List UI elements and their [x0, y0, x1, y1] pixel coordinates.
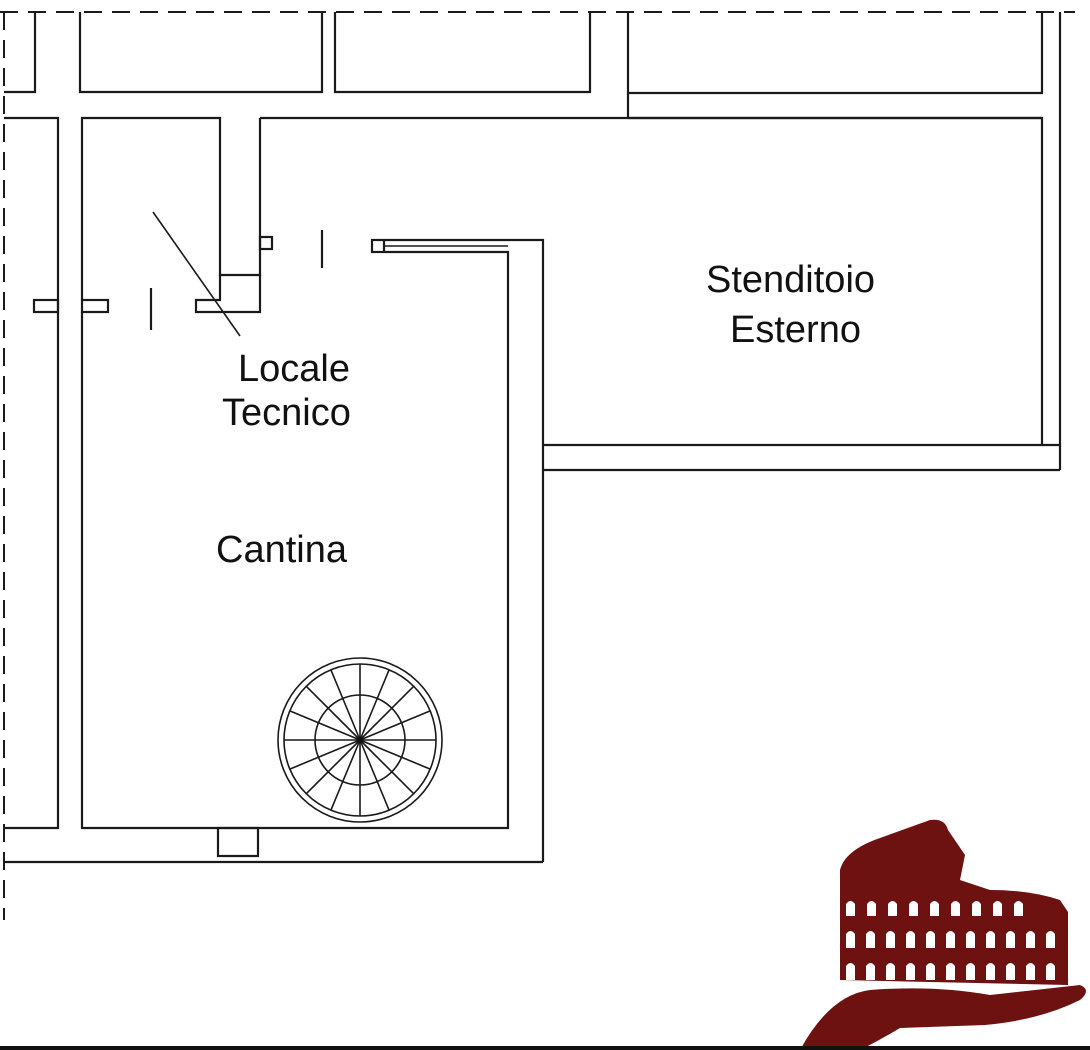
wall-top-room-2 [333, 12, 592, 94]
wall-top-room-1 [78, 12, 324, 94]
stair-tread [359, 685, 415, 741]
wall-top-left-room [4, 12, 37, 94]
logo-arch [906, 963, 915, 980]
label-cantina: Cantina [216, 529, 348, 571]
stair-tread [330, 669, 361, 741]
logo-arch [846, 963, 855, 980]
logo-arch [1026, 963, 1035, 980]
leader-line [152, 211, 241, 337]
wall-corridor [260, 116, 1044, 445]
logo-arch [986, 931, 995, 948]
stair-tread [289, 710, 361, 741]
logo-arch [867, 901, 876, 916]
stair-tread [289, 739, 361, 770]
wall-locale-tecnico [194, 275, 262, 314]
stair-tread [359, 669, 390, 741]
wall-cantina-main [80, 250, 510, 830]
logo-arch [909, 901, 918, 916]
stair-tread [305, 739, 361, 795]
logo-arch [926, 931, 935, 948]
logo-arch [846, 901, 855, 916]
logo-arch [966, 931, 975, 948]
logo-arch [866, 931, 875, 948]
logo-arch [986, 963, 995, 980]
logo-arch [888, 901, 897, 916]
logo-arch [1014, 901, 1023, 916]
stair-tread [305, 685, 361, 741]
label-stenditoio-1: Stenditoio [706, 259, 875, 301]
logo-arch [966, 963, 975, 980]
logo-arch [972, 901, 981, 916]
logo-arch [926, 963, 935, 980]
wall-top-right-corridor [628, 12, 1044, 95]
wall-bottom-box [216, 826, 260, 858]
logo-arch [886, 963, 895, 980]
logo-arch [866, 963, 875, 980]
wall-cantina-jamb [370, 238, 386, 254]
stair-tread [330, 739, 361, 811]
wall-door-jamb-left-b [80, 298, 110, 314]
stair-tread [359, 710, 431, 741]
logo-arch [1006, 931, 1015, 948]
logo-arch [1026, 931, 1035, 948]
colosseum-hand-logo [800, 819, 1086, 1050]
wall-left-room [4, 116, 60, 830]
logo-arch [951, 901, 960, 916]
wall-cantina [80, 116, 262, 300]
logo-arch [906, 931, 915, 948]
logo-arch [1006, 963, 1015, 980]
wall-jamb-small [258, 235, 274, 251]
logo-arch [1046, 963, 1055, 980]
logo-arch [1046, 931, 1055, 948]
bottom-border [0, 1046, 1090, 1050]
stair-tread [359, 739, 390, 811]
logo-arch [886, 931, 895, 948]
logo-arch [846, 931, 855, 948]
logo-arch [946, 963, 955, 980]
label-stenditoio-2: Esterno [730, 309, 861, 351]
wall-door-jamb-left-a [32, 298, 60, 314]
logo-arch [993, 901, 1002, 916]
wall-cantina-outer [385, 238, 545, 862]
logo-arch [946, 931, 955, 948]
label-locale-tecnico-1: Locale [238, 348, 350, 390]
label-locale-tecnico-2: Tecnico [222, 392, 351, 434]
logo-arch [930, 901, 939, 916]
stair-tread [359, 739, 431, 770]
spiral-staircase-icon [277, 657, 443, 823]
stair-tread [359, 739, 415, 795]
